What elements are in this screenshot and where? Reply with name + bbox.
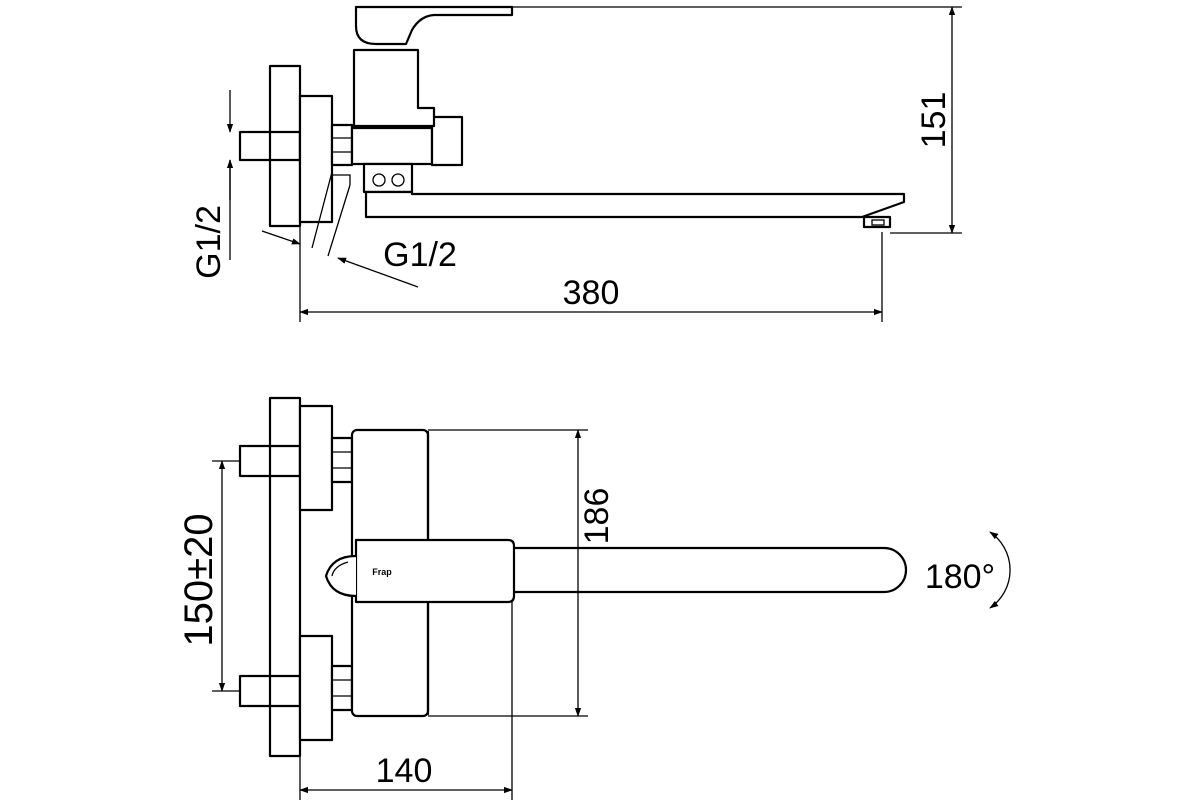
mixer-body bbox=[352, 48, 436, 128]
spout bbox=[364, 190, 906, 219]
eccentric-flange bbox=[298, 94, 334, 224]
lever-handle-plan bbox=[354, 538, 516, 604]
thread-outlet-callout: G1/2 bbox=[261, 171, 457, 288]
spout-base bbox=[362, 162, 414, 194]
nut-lower bbox=[330, 664, 354, 712]
plan-view: Frap 150±20 186 140 180° bbox=[177, 396, 1011, 800]
dim-label-140: 140 bbox=[376, 752, 433, 790]
dimension-140: 140 bbox=[299, 602, 513, 800]
rotation-indicator: 180° bbox=[925, 531, 1011, 609]
dim-label-151: 151 bbox=[915, 92, 953, 149]
wall-section bbox=[268, 64, 302, 228]
thread-label-outlet: G1/2 bbox=[383, 236, 457, 274]
brand-logo: Frap bbox=[372, 567, 392, 577]
eccentric-nut bbox=[330, 123, 354, 167]
side-view: 151 380 G1/2 G1/2 bbox=[190, 5, 962, 322]
rotation-label: 180° bbox=[925, 558, 995, 596]
flange-upper bbox=[298, 404, 334, 512]
thread-inlet-callout: G1/2 bbox=[190, 90, 234, 279]
dimension-186: 186 bbox=[428, 429, 616, 717]
thread-label-inlet: G1/2 bbox=[190, 205, 228, 279]
nut-upper bbox=[330, 436, 354, 484]
spout-plan bbox=[510, 546, 908, 594]
cartridge-cap bbox=[324, 554, 358, 598]
dimension-150: 150±20 bbox=[177, 460, 240, 692]
flange-lower bbox=[298, 634, 334, 742]
lever-handle bbox=[354, 5, 514, 46]
dim-label-150: 150±20 bbox=[177, 513, 221, 646]
body-connector bbox=[350, 126, 434, 166]
dim-label-186: 186 bbox=[578, 488, 616, 545]
wall-section-plan bbox=[268, 396, 302, 758]
dim-label-380: 380 bbox=[563, 274, 620, 312]
dimension-151: 151 bbox=[512, 6, 962, 234]
switch-knob bbox=[430, 115, 464, 167]
